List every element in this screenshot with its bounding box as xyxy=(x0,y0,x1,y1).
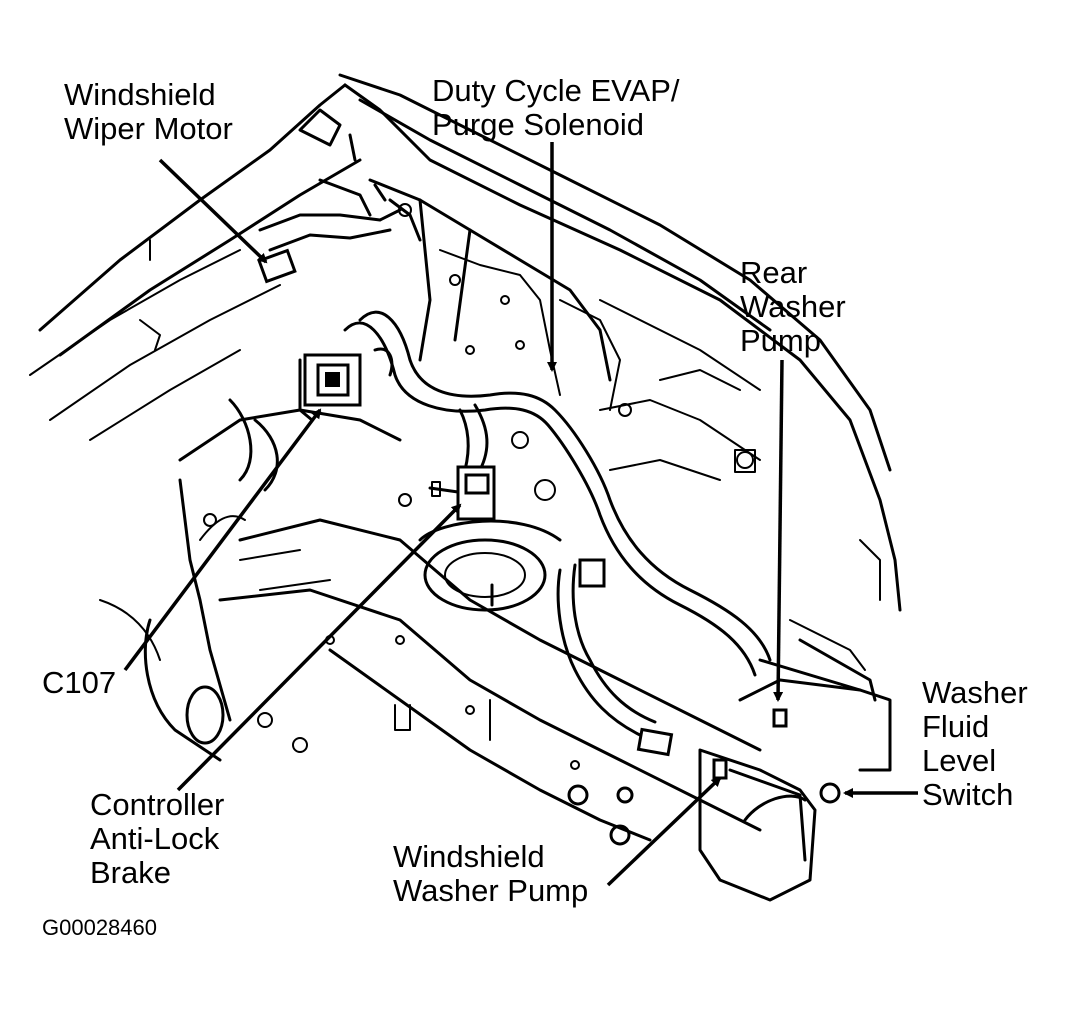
label-evap-purge-solenoid: Duty Cycle EVAP/ Purge Solenoid xyxy=(432,74,680,142)
label-line: Level xyxy=(922,743,997,778)
washer-reservoir xyxy=(698,539,892,902)
label-windshield-wiper-motor: Windshield Wiper Motor xyxy=(64,78,233,146)
label-line: Windshield xyxy=(64,77,216,112)
label-washer-fluid-level-switch: Washer Fluid Level Switch xyxy=(922,676,1028,812)
label-line: Rear xyxy=(740,255,808,290)
label-rear-washer-pump: Rear Washer Pump xyxy=(740,256,846,358)
figure-id: G00028460 xyxy=(42,915,157,940)
fender-apron xyxy=(99,398,402,762)
leader-abs-controller xyxy=(176,503,462,792)
label-line: C107 xyxy=(42,665,117,700)
cowl-and-fender-outline xyxy=(29,73,902,612)
label-line: Wiper Motor xyxy=(64,111,233,146)
label-line: Controller xyxy=(90,787,225,822)
label-line: Switch xyxy=(922,777,1014,812)
wiring-harness xyxy=(343,310,772,757)
leader-wiper-motor xyxy=(158,158,268,264)
label-line: Anti-Lock xyxy=(90,821,220,856)
leader-c107 xyxy=(123,408,322,672)
label-c107: C107 xyxy=(42,666,116,700)
label-line: Brake xyxy=(90,855,171,890)
label-windshield-washer-pump: Windshield Washer Pump xyxy=(393,840,588,908)
label-controller-anti-lock-brake: Controller Anti-Lock Brake xyxy=(90,788,224,890)
label-line: Fluid xyxy=(922,709,990,744)
lower-frame-rail xyxy=(218,518,762,846)
leader-rear-washer-pump xyxy=(773,359,784,702)
label-line: Duty Cycle EVAP/ xyxy=(432,73,680,108)
label-line: Purge Solenoid xyxy=(432,107,644,142)
label-line: Washer xyxy=(922,675,1028,710)
label-line: Pump xyxy=(740,323,821,358)
wiper-motor-assembly xyxy=(257,133,422,284)
abs-controller xyxy=(428,465,496,521)
leader-windshield-washer-pump xyxy=(606,776,722,887)
c107-connector-block xyxy=(298,347,394,422)
leader-lines xyxy=(123,142,918,887)
label-line: Washer Pump xyxy=(393,873,589,908)
label-line: Windshield xyxy=(393,839,545,874)
firewall-panel xyxy=(368,178,761,473)
label-line: Washer xyxy=(740,289,846,324)
strut-tower xyxy=(398,431,562,612)
